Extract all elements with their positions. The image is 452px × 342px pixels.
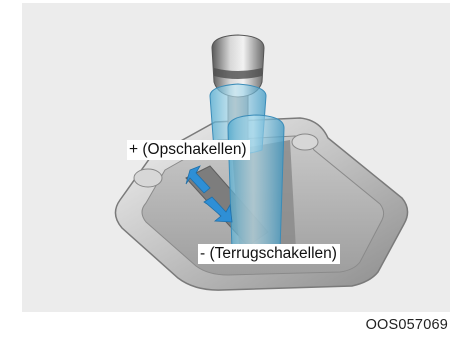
figure-code: OOS057069	[366, 317, 448, 333]
shift-up-label: + (Opschakellen)	[127, 140, 250, 160]
shift-down-label: - (Terrugschakellen)	[198, 244, 340, 264]
ghost-knob-lower	[228, 115, 284, 254]
console-button-right	[292, 134, 318, 150]
console-button-left	[134, 169, 162, 187]
